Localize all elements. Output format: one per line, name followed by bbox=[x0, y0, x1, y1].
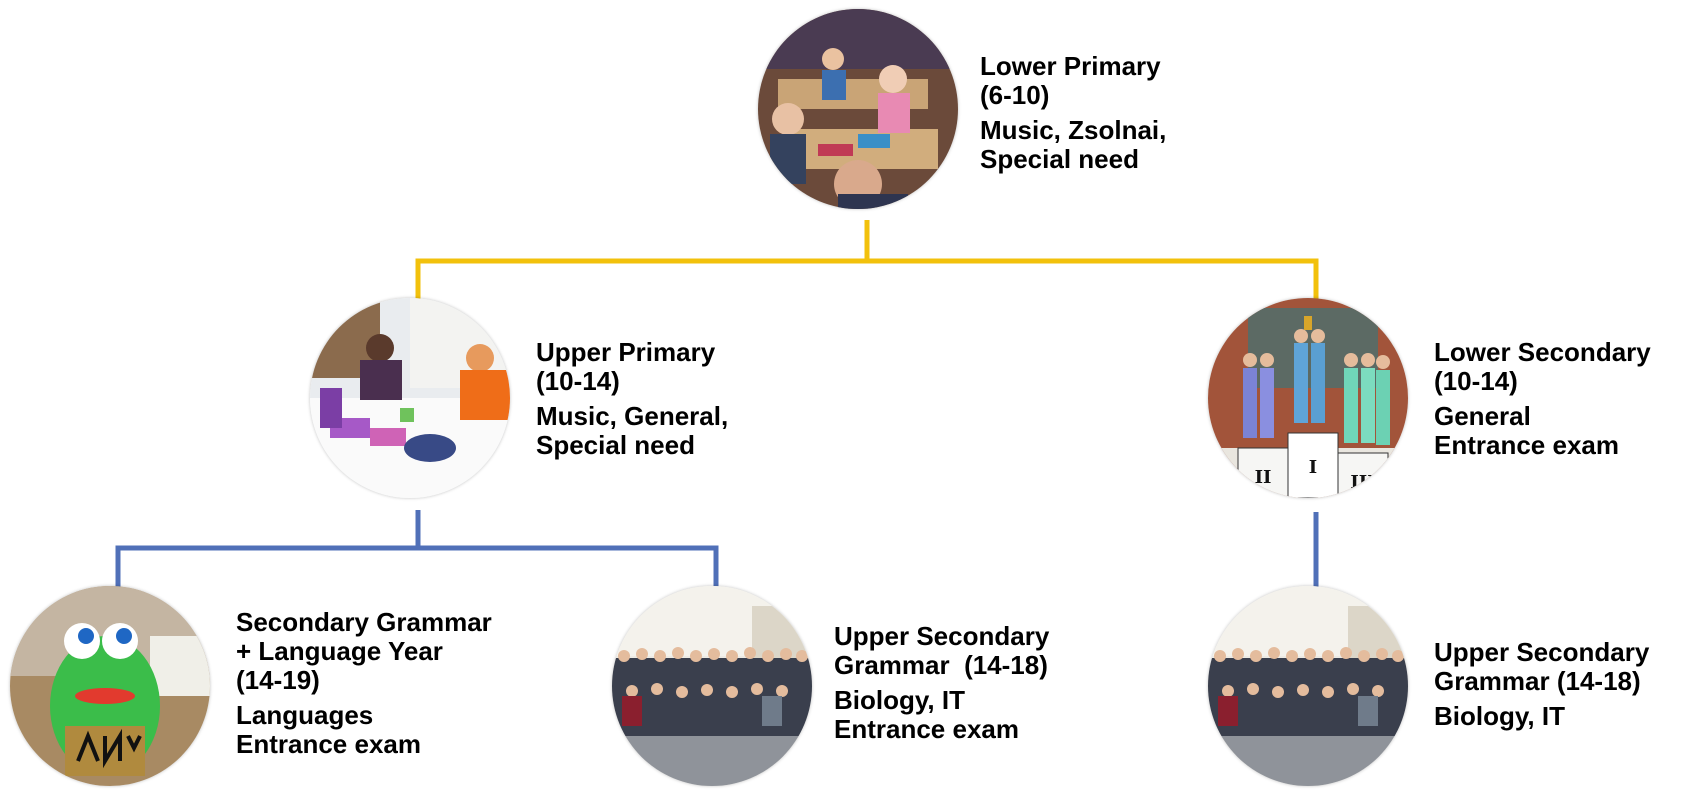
group-photo bbox=[612, 586, 812, 786]
art-class-photo bbox=[310, 298, 510, 498]
connector-lower-primary-right bbox=[867, 258, 1319, 300]
lower-secondary-detail-1: General bbox=[1434, 401, 1531, 431]
upper-secondary-a-title-1: Upper Secondary bbox=[834, 621, 1050, 651]
lower-primary-detail-2: Special need bbox=[980, 144, 1139, 174]
podium-label-first: I bbox=[1309, 457, 1317, 478]
connector-upper-primary-right bbox=[418, 545, 719, 590]
lower-secondary-title-2: (10-14) bbox=[1434, 366, 1518, 396]
lower-primary-detail-1: Music, Zsolnai, bbox=[980, 115, 1167, 145]
secondary-grammar-language-title-3: (14-19) bbox=[236, 665, 320, 695]
connector-upper-primary bbox=[115, 510, 421, 590]
podium-awards-photo: II I III bbox=[1208, 298, 1408, 498]
group-photo bbox=[1208, 586, 1408, 786]
upper-primary-title-1: Upper Primary bbox=[536, 337, 716, 367]
lower-primary-label: Lower Primary (6-10) Music, Zsolnai, Spe… bbox=[980, 52, 1166, 174]
secondary-grammar-language-detail-2: Entrance exam bbox=[236, 729, 421, 759]
secondary-grammar-language-title-2: + Language Year bbox=[236, 636, 443, 666]
upper-secondary-a-title-2: Grammar (14-18) bbox=[834, 650, 1048, 680]
clay-frog-photo bbox=[10, 586, 210, 786]
classroom-photo bbox=[758, 9, 958, 209]
upper-secondary-a-label: Upper Secondary Grammar (14-18) Biology,… bbox=[834, 622, 1049, 744]
secondary-grammar-language-label: Secondary Grammar + Language Year (14-19… bbox=[236, 608, 492, 759]
lower-secondary-detail-2: Entrance exam bbox=[1434, 430, 1619, 460]
upper-secondary-a-detail-2: Entrance exam bbox=[834, 714, 1019, 744]
lower-secondary-title-1: Lower Secondary bbox=[1434, 337, 1651, 367]
podium-label-second: II bbox=[1255, 467, 1272, 488]
upper-secondary-a-detail-1: Biology, IT bbox=[834, 685, 965, 715]
upper-secondary-b-title-1: Upper Secondary bbox=[1434, 637, 1650, 667]
upper-secondary-b-label: Upper Secondary Grammar (14-18) Biology,… bbox=[1434, 638, 1649, 731]
upper-secondary-b-detail-1: Biology, IT bbox=[1434, 701, 1565, 731]
lower-primary-title-2: (6-10) bbox=[980, 80, 1050, 110]
upper-primary-label: Upper Primary (10-14) Music, General, Sp… bbox=[536, 338, 728, 460]
lower-primary-title-1: Lower Primary bbox=[980, 51, 1161, 81]
secondary-grammar-language-title-1: Secondary Grammar bbox=[236, 607, 492, 637]
secondary-grammar-language-detail-1: Languages bbox=[236, 700, 374, 730]
upper-primary-title-2: (10-14) bbox=[536, 366, 620, 396]
upper-primary-detail-1: Music, General, bbox=[536, 401, 729, 431]
upper-primary-detail-2: Special need bbox=[536, 430, 695, 460]
lower-secondary-label: Lower Secondary (10-14) General Entrance… bbox=[1434, 338, 1651, 460]
upper-secondary-b-title-2: Grammar (14-18) bbox=[1434, 666, 1641, 696]
connector-lower-primary bbox=[415, 220, 870, 300]
